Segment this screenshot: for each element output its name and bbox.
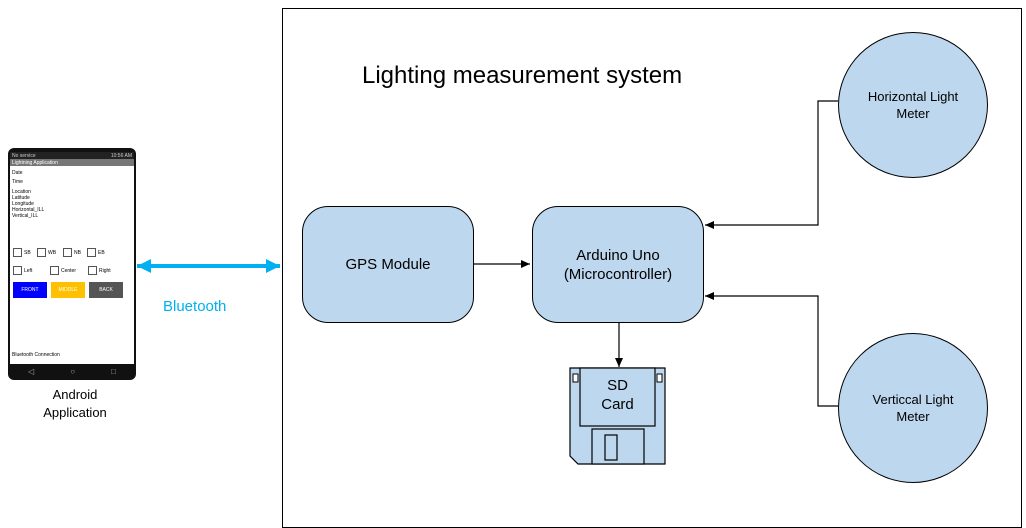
checkbox-left-label: Left bbox=[24, 268, 33, 274]
arduino-block: Arduino Uno (Microcontroller) bbox=[532, 206, 704, 323]
checkbox-center-label: Center bbox=[61, 268, 77, 274]
phone-status-bar: No service 10:56 AM bbox=[10, 152, 134, 159]
checkbox-eb[interactable] bbox=[87, 248, 96, 257]
android-screen: No service 10:56 AM Lightning Applicatio… bbox=[10, 152, 134, 364]
vertical-light-meter: Verticcal Light Meter bbox=[838, 333, 988, 483]
checkbox-wb-label: WB bbox=[48, 250, 57, 256]
nav-home-icon[interactable]: ○ bbox=[70, 366, 76, 376]
checkbox-right-label: Right bbox=[99, 268, 111, 274]
back-button[interactable]: BACK bbox=[89, 282, 123, 298]
middle-button[interactable]: MIDDLE bbox=[51, 282, 85, 298]
system-title: Lighting measurement system bbox=[362, 62, 683, 89]
field-horizontal-ill: Horizontal_ILL bbox=[12, 207, 45, 213]
gps-module-label: GPS Module bbox=[345, 256, 431, 273]
checkbox-sb-label: SB bbox=[24, 250, 31, 256]
horizontal-meter-line2: Meter bbox=[896, 106, 930, 121]
checkbox-wb[interactable] bbox=[37, 248, 46, 257]
checkbox-nb[interactable] bbox=[63, 248, 72, 257]
horizontal-meter-line1: Horizontal Light bbox=[867, 89, 959, 104]
nav-recents-icon[interactable]: □ bbox=[111, 366, 116, 376]
horizontal-meter-to-arduino-arrow bbox=[705, 100, 838, 229]
sd-card-label: SD Card bbox=[580, 376, 655, 414]
field-date: Date bbox=[12, 170, 23, 176]
vertical-meter-line2: Meter bbox=[896, 409, 930, 424]
field-latitude: Latitude bbox=[12, 195, 30, 201]
bluetooth-connection-text: Bluetooth Connection bbox=[12, 352, 60, 358]
app-title-bar: Lightning Application bbox=[10, 159, 134, 166]
arduino-label-line2: (Microcontroller) bbox=[563, 265, 673, 283]
sd-card-label-line2: Card bbox=[601, 396, 634, 413]
front-button[interactable]: FRONT bbox=[13, 282, 47, 298]
horizontal-light-meter: Horizontal Light Meter bbox=[838, 32, 988, 178]
bluetooth-label: Bluetooth bbox=[163, 298, 227, 315]
checkbox-sb[interactable] bbox=[13, 248, 22, 257]
checkbox-right[interactable] bbox=[88, 266, 97, 275]
android-caption-line2: Application bbox=[43, 405, 107, 420]
arduino-label-line1: Arduino Uno bbox=[576, 246, 660, 264]
field-longitude: Longitude bbox=[12, 201, 34, 207]
android-caption: Android Application bbox=[40, 386, 110, 422]
field-location: Location bbox=[12, 189, 31, 195]
field-time: Time bbox=[12, 179, 23, 185]
connector-layer bbox=[137, 100, 838, 407]
checkbox-center[interactable] bbox=[50, 266, 59, 275]
status-left-text: No service bbox=[12, 153, 36, 159]
nav-back-icon[interactable]: ◁ bbox=[28, 366, 35, 376]
vertical-meter-to-arduino-arrow bbox=[705, 292, 838, 407]
checkbox-nb-label: NB bbox=[74, 250, 81, 256]
status-right-text: 10:56 AM bbox=[110, 153, 132, 159]
checkbox-eb-label: EB bbox=[98, 250, 105, 256]
android-nav-bar: ◁ ○ □ bbox=[10, 364, 134, 378]
app-title: Lightning Application bbox=[12, 160, 58, 166]
sd-card-label-line1: SD bbox=[607, 377, 628, 394]
sd-card-icon bbox=[569, 367, 666, 465]
android-caption-line1: Android bbox=[52, 387, 98, 402]
checkbox-left[interactable] bbox=[13, 266, 22, 275]
gps-module-block: GPS Module bbox=[302, 206, 474, 323]
vertical-meter-line1: Verticcal Light bbox=[872, 392, 954, 407]
field-vertical-ill: Vertical_ILL bbox=[12, 213, 39, 219]
